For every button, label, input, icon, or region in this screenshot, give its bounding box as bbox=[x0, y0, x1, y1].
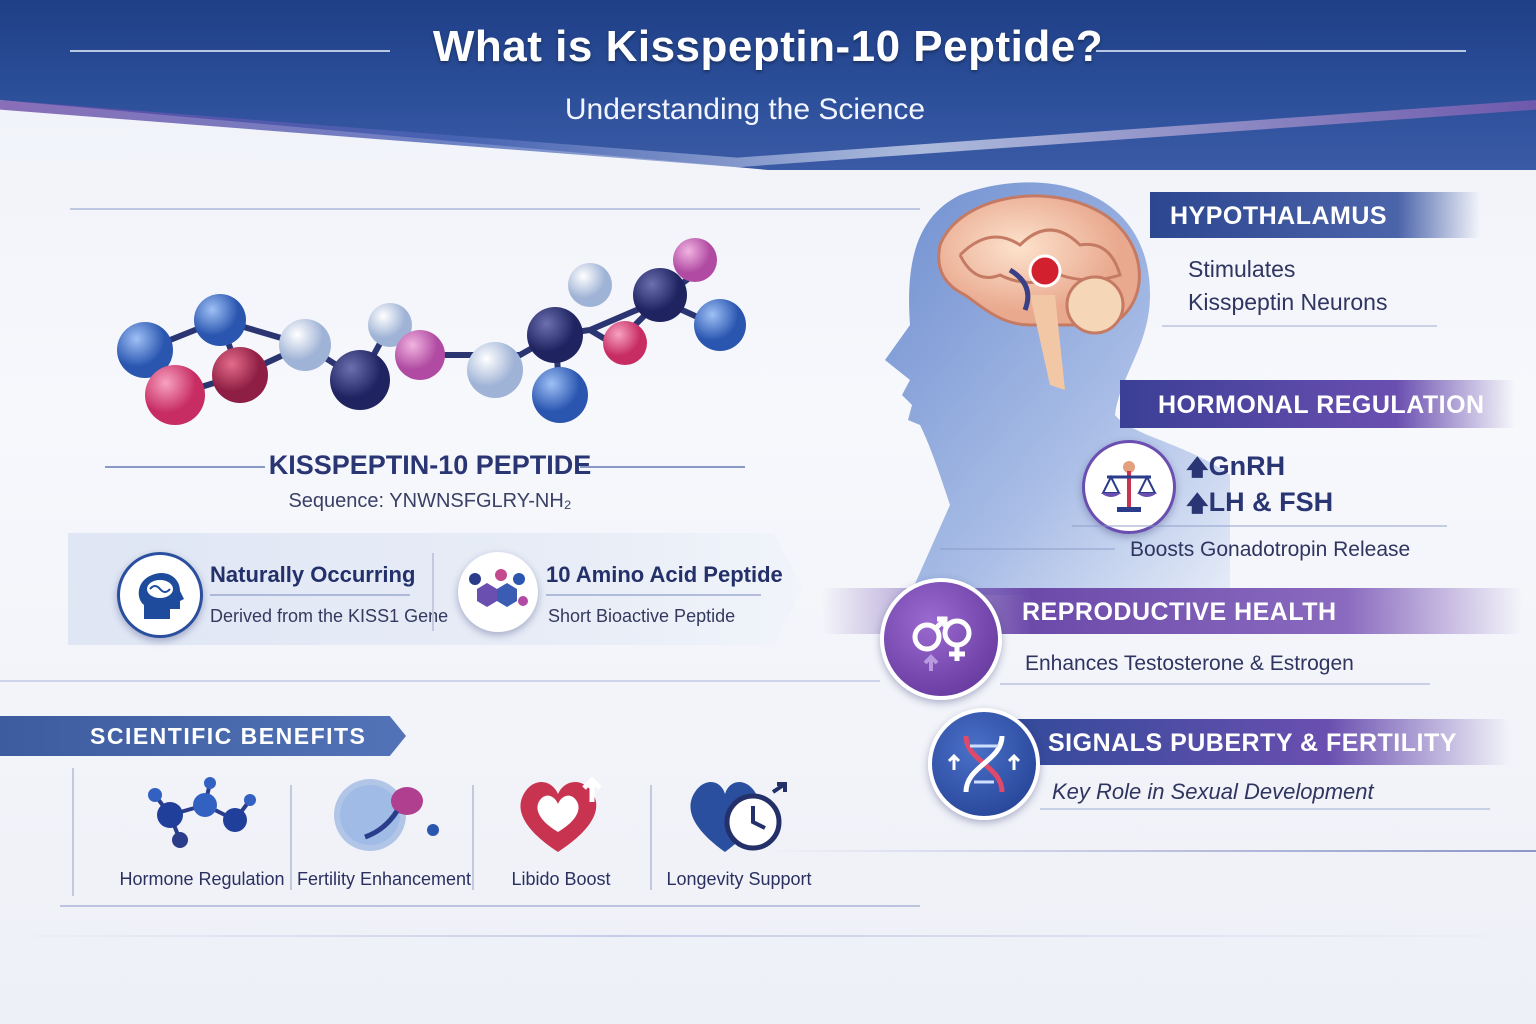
atom bbox=[194, 294, 246, 346]
up-arrow-icon: 🡅 bbox=[1186, 455, 1209, 480]
puberty-desc: Key Role in Sexual Development bbox=[1052, 779, 1374, 804]
benefit-label: Longevity Support bbox=[666, 869, 812, 889]
fact-subtitle: Short Bioactive Peptide bbox=[548, 606, 736, 626]
rule bbox=[580, 466, 745, 468]
benefit-label: Libido Boost bbox=[511, 869, 611, 889]
rule bbox=[210, 594, 410, 596]
fertility-icon bbox=[334, 779, 439, 851]
heart-clock-icon bbox=[690, 782, 787, 852]
page-title: What is Kisspeptin-10 Peptide? bbox=[432, 22, 1104, 71]
hypothalamus-desc-line2: Kisspeptin Neurons bbox=[1188, 289, 1388, 315]
fact-subtitle: Derived from the KISS1 Gene bbox=[210, 606, 449, 626]
up-arrow-icon: 🡅 bbox=[1186, 491, 1209, 516]
puberty-label: SIGNALS PUBERTY & FERTILITY bbox=[1048, 729, 1457, 757]
hormonal-band bbox=[1120, 380, 1515, 428]
divider bbox=[0, 935, 1536, 937]
atom bbox=[395, 330, 445, 380]
atom bbox=[527, 307, 583, 363]
dna-icon bbox=[928, 708, 1040, 820]
rule bbox=[1072, 525, 1447, 527]
peptide-sequence: Sequence: YNWNSFGLRY-NH₂ bbox=[288, 490, 572, 512]
fact-title: Naturally Occurring bbox=[210, 562, 416, 587]
divider bbox=[760, 850, 1536, 852]
hormonal-label: HORMONAL REGULATION bbox=[1158, 391, 1485, 419]
atom bbox=[673, 238, 717, 282]
divider bbox=[0, 680, 880, 682]
hormone-gnrh: 🡅GnRH bbox=[1186, 451, 1286, 481]
benefits-heading-band bbox=[0, 716, 406, 756]
molecule-cluster-icon bbox=[148, 777, 256, 848]
hypothalamus-band bbox=[1150, 192, 1480, 238]
atom bbox=[532, 367, 588, 423]
divider bbox=[290, 785, 292, 890]
atom bbox=[633, 268, 687, 322]
divider bbox=[472, 785, 474, 890]
puberty-band bbox=[990, 719, 1510, 765]
atom bbox=[467, 342, 523, 398]
divider bbox=[60, 905, 920, 907]
divider bbox=[650, 785, 652, 890]
reproductive-desc: Enhances Testosterone & Estrogen bbox=[1025, 652, 1354, 675]
divider bbox=[432, 553, 434, 631]
atom bbox=[603, 321, 647, 365]
hypothalamus-label: HYPOTHALAMUS bbox=[1170, 202, 1388, 230]
atom bbox=[368, 303, 412, 347]
heart-arrow-icon bbox=[520, 776, 602, 852]
divider bbox=[70, 208, 920, 210]
head-brain-icon bbox=[117, 552, 203, 638]
rule bbox=[1040, 808, 1490, 810]
hypothalamus-desc-line1: Stimulates bbox=[1188, 256, 1296, 282]
atom bbox=[330, 350, 390, 410]
page-subtitle: Understanding the Science bbox=[564, 93, 926, 126]
rule bbox=[546, 594, 761, 596]
scales-icon bbox=[1082, 440, 1176, 534]
gender-symbols-icon bbox=[880, 578, 1002, 700]
rule bbox=[105, 466, 265, 468]
molecule-icon bbox=[458, 552, 538, 632]
hormone-lh-fsh: 🡅LH & FSH bbox=[1186, 487, 1334, 517]
title-rule-left bbox=[70, 50, 390, 52]
benefit-label: Hormone Regulation bbox=[119, 869, 285, 889]
divider bbox=[72, 768, 74, 896]
benefit-label: Fertility Enhancement bbox=[296, 869, 472, 889]
reproductive-label: REPRODUCTIVE HEALTH bbox=[1022, 598, 1337, 626]
atom bbox=[279, 319, 331, 371]
atom bbox=[212, 347, 268, 403]
atom bbox=[145, 365, 205, 425]
rule bbox=[1000, 683, 1430, 685]
fact-title: 10 Amino Acid Peptide bbox=[546, 562, 783, 587]
peptide-name: KISSPEPTIN-10 PEPTIDE bbox=[268, 450, 592, 480]
title-rule-right bbox=[1096, 50, 1466, 52]
peptide-molecule-illustration bbox=[117, 238, 746, 425]
atom bbox=[568, 263, 612, 307]
rule bbox=[1162, 325, 1437, 327]
hormonal-note: Boosts Gonadotropin Release bbox=[1130, 538, 1411, 561]
atom bbox=[117, 322, 173, 378]
atom bbox=[694, 299, 746, 351]
benefits-heading: SCIENTIFIC BENEFITS bbox=[90, 723, 367, 749]
rule bbox=[940, 548, 1115, 550]
